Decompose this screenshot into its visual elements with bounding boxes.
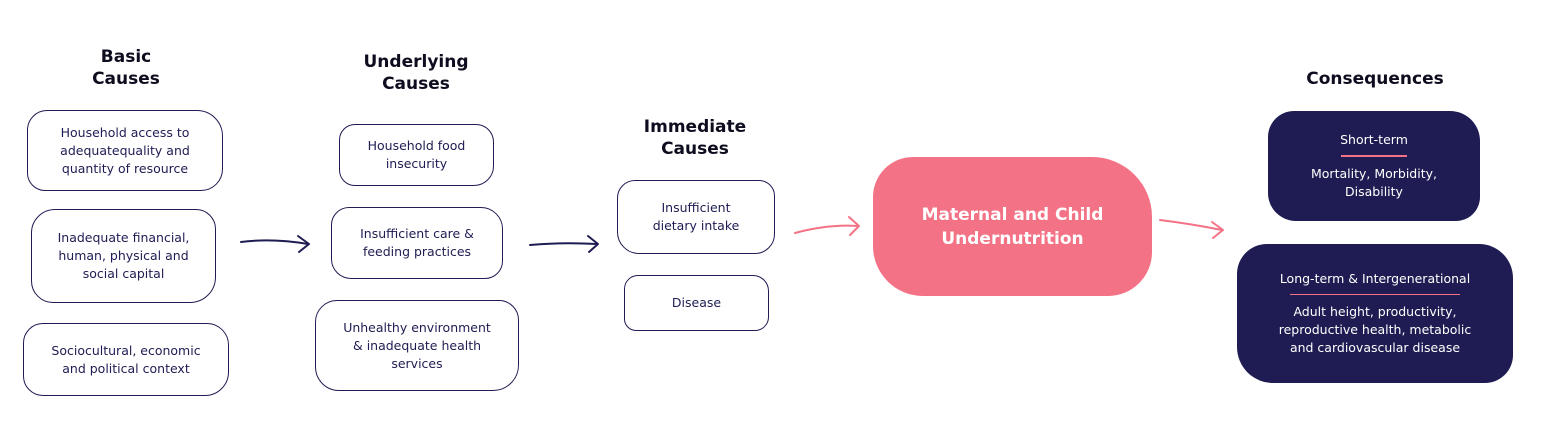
- desc-line: Disability: [1345, 183, 1403, 199]
- arrow-basic-to-underlying: [240, 235, 310, 253]
- box-line: dietary intake: [652, 218, 740, 233]
- outcome-line-1: Maternal and Child: [921, 204, 1104, 225]
- box-line: human, physical and: [58, 248, 189, 263]
- long-term-title: Long-term & Intergenerational: [1279, 270, 1471, 286]
- immediate-causes-heading-line-2: Causes: [661, 139, 729, 159]
- immediate-cause-dietary-intake: Insufficient dietary intake: [617, 180, 775, 254]
- box-line: Insufficient: [661, 200, 731, 215]
- box-line: Unhealthy environment: [343, 319, 491, 335]
- box-line: quantity of resource: [61, 160, 189, 176]
- underlying-cause-care-feeding: Insufficient care & feeding practices: [331, 207, 503, 279]
- short-term-consequences-box: Short-term Mortality, Morbidity, Disabil…: [1268, 111, 1480, 221]
- desc-line: reproductive health, metabolic: [1278, 322, 1472, 338]
- long-term-consequences-box: Long-term & Intergenerational Adult heig…: [1237, 244, 1513, 383]
- immediate-causes-heading-line-1: Immediate: [643, 117, 747, 137]
- underlying-causes-heading: Underlying Causes: [346, 51, 486, 95]
- consequences-heading: Consequences: [1306, 69, 1444, 89]
- immediate-causes-heading: Immediate Causes: [630, 116, 760, 160]
- arrow-underlying-to-immediate: [529, 235, 599, 253]
- box-line: services: [391, 355, 443, 371]
- desc-line: Adult height, productivity,: [1293, 304, 1457, 320]
- box-line: adequatequality and: [60, 142, 190, 158]
- box-line: Household food: [367, 138, 466, 153]
- arrow-immediate-to-outcome: [794, 216, 860, 236]
- maternal-child-undernutrition-box: Maternal and Child Undernutrition: [873, 157, 1152, 296]
- box-line: Sociocultural, economic: [51, 342, 201, 358]
- box-line: feeding practices: [362, 244, 472, 259]
- basic-cause-household-access: Household access to adequatequality and …: [27, 110, 223, 191]
- box-line: Disease: [671, 295, 722, 310]
- short-term-divider: [1341, 155, 1407, 157]
- basic-causes-heading-line-2: Causes: [92, 69, 160, 89]
- short-term-description: Mortality, Morbidity, Disability: [1311, 165, 1437, 201]
- box-line: social capital: [82, 266, 165, 281]
- underlying-causes-heading-line-1: Underlying: [363, 52, 469, 72]
- box-line: Inadequate financial,: [57, 230, 190, 245]
- desc-line: and cardiovascular disease: [1289, 340, 1461, 356]
- underlying-cause-food-insecurity: Household food insecurity: [339, 124, 494, 186]
- basic-cause-inadequate-capital: Inadequate financial, human, physical an…: [31, 209, 216, 303]
- box-line: insecurity: [385, 156, 448, 171]
- long-term-divider: [1290, 293, 1460, 296]
- basic-causes-heading: Basic Causes: [66, 46, 186, 90]
- box-line: Insufficient care &: [360, 226, 474, 241]
- box-line: & inadequate health: [352, 337, 482, 353]
- box-line: and political context: [62, 360, 190, 376]
- long-term-description: Adult height, productivity, reproductive…: [1279, 303, 1472, 357]
- desc-line: Mortality, Morbidity,: [1311, 165, 1437, 181]
- outcome-line-2: Undernutrition: [941, 228, 1084, 249]
- short-term-title: Short-term: [1340, 132, 1408, 148]
- immediate-cause-disease: Disease: [624, 275, 769, 331]
- underlying-cause-unhealthy-environment: Unhealthy environment & inadequate healt…: [315, 300, 519, 391]
- box-line: Household access to: [60, 124, 190, 140]
- basic-causes-heading-line-1: Basic: [100, 47, 152, 67]
- basic-cause-sociocultural-context: Sociocultural, economic and political co…: [23, 323, 229, 396]
- arrow-outcome-to-consequences: [1159, 219, 1224, 239]
- underlying-causes-heading-line-2: Causes: [382, 74, 450, 94]
